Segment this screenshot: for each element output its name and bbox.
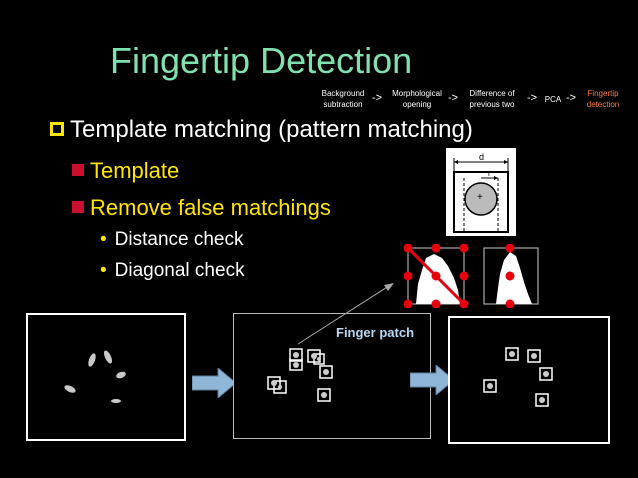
pipeline-step-line: Background: [321, 89, 365, 98]
pipeline-step-line: Fingertip: [587, 89, 619, 98]
pipeline-step-pca: PCA: [541, 94, 565, 105]
diagonal-check-diagram: [404, 244, 469, 308]
pipeline-step-line: Morphological: [392, 89, 442, 98]
right-arrow-icon: [410, 365, 454, 395]
template-diagram: [446, 148, 516, 236]
pipeline-arrow: ->: [566, 92, 577, 104]
square-bullet-icon: [72, 201, 84, 213]
right-arrow-icon: [192, 368, 236, 398]
hollow-square-bullet-icon: [50, 122, 64, 136]
bullet-template: Template: [72, 158, 179, 184]
pipeline-step-background-subtraction: Background subtraction: [318, 88, 368, 110]
fingertip-shape-diagram: [483, 244, 539, 308]
pipeline-arrow: ->: [527, 92, 538, 104]
bullet-text: Distance check: [114, 229, 244, 250]
pipeline-step-line: previous two: [469, 100, 515, 109]
pipeline-arrow: ->: [448, 92, 459, 104]
panel-template-matches: [233, 313, 431, 439]
pipeline-arrow: ->: [372, 92, 383, 104]
template-label-r: r: [488, 169, 491, 178]
pipeline-step-line: Difference of: [469, 89, 515, 98]
template-label-d: d: [479, 152, 485, 162]
square-bullet-icon: [72, 164, 84, 176]
pipeline-step-line: detection: [586, 100, 620, 109]
bullet-text: Template matching (pattern matching): [70, 116, 473, 143]
pipeline-step-morphological-opening: Morphological opening: [386, 88, 448, 110]
bullet-text: Remove false matchings: [90, 195, 331, 220]
pointer-arrow: [297, 283, 394, 345]
pipeline-step-line: subtraction: [323, 100, 363, 109]
bullet-template-matching: Template matching (pattern matching): [50, 116, 473, 144]
fingertip-blobs-image: [64, 350, 126, 403]
pipeline-step-line: PCA: [544, 95, 562, 104]
bullet-remove-false-matchings: Remove false matchings: [72, 195, 331, 221]
candidate-matches-image: [267, 348, 333, 402]
bullet-distance-check: • Distance check: [100, 229, 244, 251]
pipeline-step-fingertip-detection: Fingertip detection: [580, 88, 626, 110]
bullet-text: Template: [90, 158, 180, 183]
panel-original-frame: [26, 313, 186, 441]
detected-fingertips-image: [483, 347, 553, 407]
slide-title: Fingertip Detection: [110, 40, 413, 81]
pipeline-step-difference: Difference of previous two: [462, 88, 522, 110]
dot-bullet-icon: •: [100, 260, 107, 281]
finger-patch-label: Finger patch: [336, 325, 415, 340]
bullet-text: Diagonal check: [114, 260, 245, 281]
bullet-diagonal-check: • Diagonal check: [100, 260, 245, 282]
panel-final-detection: [448, 316, 610, 444]
template-center-plus: +: [477, 192, 483, 203]
dot-bullet-icon: •: [100, 229, 107, 250]
pipeline-step-line: opening: [402, 100, 432, 109]
